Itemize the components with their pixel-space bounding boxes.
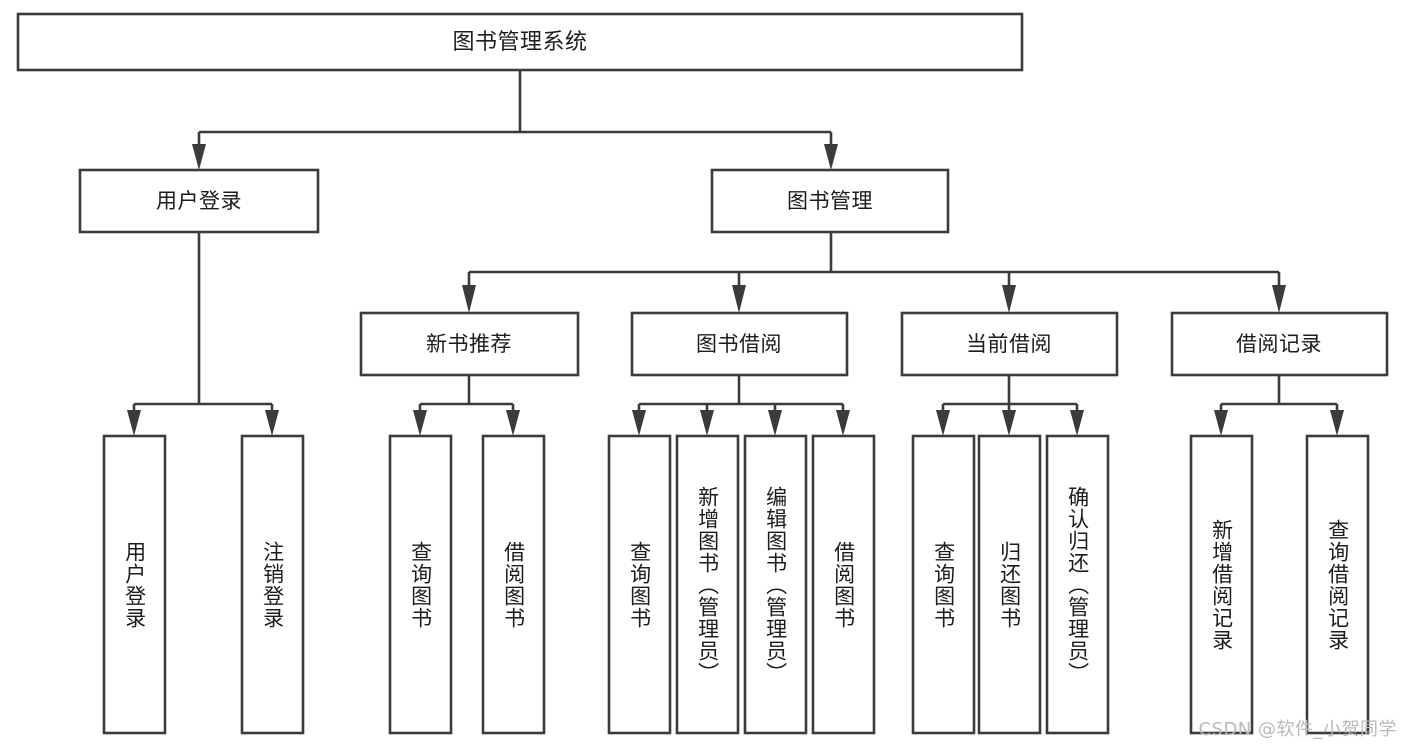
node-book-borrow-box[interactable] — [630, 311, 849, 377]
node-book-management-label: 图书管理 — [787, 189, 873, 213]
leaf-box-query-book-3[interactable] — [911, 434, 976, 735]
leaf-box-edit-book[interactable] — [743, 434, 808, 735]
arrowhead-leaf-user-login — [127, 410, 141, 436]
leaf-box-query-book-2[interactable] — [607, 434, 672, 735]
node-borrow-record-box[interactable] — [1170, 311, 1389, 377]
connectors-root-to-level2 — [192, 70, 838, 170]
arrowhead-leaf-confirm-return — [1070, 410, 1084, 436]
arrowhead-user-login — [192, 144, 206, 170]
node-user-login[interactable]: 用户登录 — [78, 168, 320, 234]
leaf-box-add-record[interactable] — [1189, 434, 1254, 735]
arrowhead-leaf-logout — [265, 410, 279, 436]
arrowhead-leaf-query-record — [1330, 410, 1344, 436]
leaf-box-borrow-book-2[interactable] — [811, 434, 876, 735]
connectors-user-login-to-leaves — [127, 232, 279, 436]
connectors-borrow-record-to-leaves — [1214, 375, 1344, 436]
leaf-box-logout[interactable] — [240, 434, 305, 735]
arrowhead-leaf-add-record — [1214, 410, 1228, 436]
node-root-label: 图书管理系统 — [452, 30, 587, 55]
node-borrow-record[interactable]: 借阅记录 — [1170, 311, 1389, 377]
node-user-login-box[interactable] — [78, 168, 320, 234]
leaf-box-return-book[interactable] — [977, 434, 1042, 735]
arrowhead-leaf-edit-book — [768, 410, 782, 436]
node-root-box[interactable] — [16, 12, 1024, 72]
leaf-box-borrow-book-1[interactable] — [481, 434, 546, 735]
arrowhead-leaf-query-book-3 — [936, 410, 950, 436]
node-current-borrow[interactable]: 当前借阅 — [900, 311, 1119, 377]
connectors-current-borrow-to-leaves — [936, 375, 1084, 436]
leaf-box-add-book[interactable] — [675, 434, 740, 735]
node-new-book-recommend-box[interactable] — [359, 311, 580, 377]
arrowhead-leaf-return-book — [1002, 410, 1016, 436]
leaf-box-user-login[interactable] — [102, 434, 167, 735]
leaf-box-query-record[interactable] — [1305, 434, 1370, 735]
arrowhead-borrow-record — [1272, 285, 1286, 313]
node-root[interactable]: 图书管理系统 — [16, 12, 1024, 72]
connectors-book-management-to-level3 — [462, 232, 1286, 313]
node-new-book-recommend-label: 新书推荐 — [426, 332, 512, 356]
leaf-box-query-book-1[interactable] — [388, 434, 453, 735]
arrowhead-leaf-query-book-2 — [632, 410, 646, 436]
arrowhead-leaf-query-book-1 — [413, 410, 427, 436]
node-new-book-recommend[interactable]: 新书推荐 — [359, 311, 580, 377]
node-book-management[interactable]: 图书管理 — [710, 168, 950, 234]
node-book-management-box[interactable] — [710, 168, 950, 234]
node-current-borrow-box[interactable] — [900, 311, 1119, 377]
arrowhead-new-book-recommend — [462, 285, 476, 313]
csdn-watermark: CSDN @软件_小贺同学 — [1198, 719, 1397, 740]
node-borrow-record-label: 借阅记录 — [1236, 332, 1322, 356]
leaf-boxes — [102, 434, 1370, 735]
leaf-box-confirm-return[interactable] — [1045, 434, 1110, 735]
arrowhead-current-borrow — [1002, 285, 1016, 313]
arrowhead-leaf-borrow-book-1 — [506, 410, 520, 436]
arrowhead-book-borrow — [732, 285, 746, 313]
arrowhead-leaf-borrow-book-2 — [836, 410, 850, 436]
connectors-new-book-recommend-to-leaves — [413, 375, 520, 436]
node-book-borrow-label: 图书借阅 — [696, 332, 782, 356]
node-current-borrow-label: 当前借阅 — [966, 332, 1052, 356]
connectors-book-borrow-to-leaves — [632, 375, 850, 436]
node-user-login-label: 用户登录 — [156, 189, 242, 213]
node-book-borrow[interactable]: 图书借阅 — [630, 311, 849, 377]
arrowhead-leaf-add-book — [700, 410, 714, 436]
arrowhead-book-management — [824, 144, 838, 170]
